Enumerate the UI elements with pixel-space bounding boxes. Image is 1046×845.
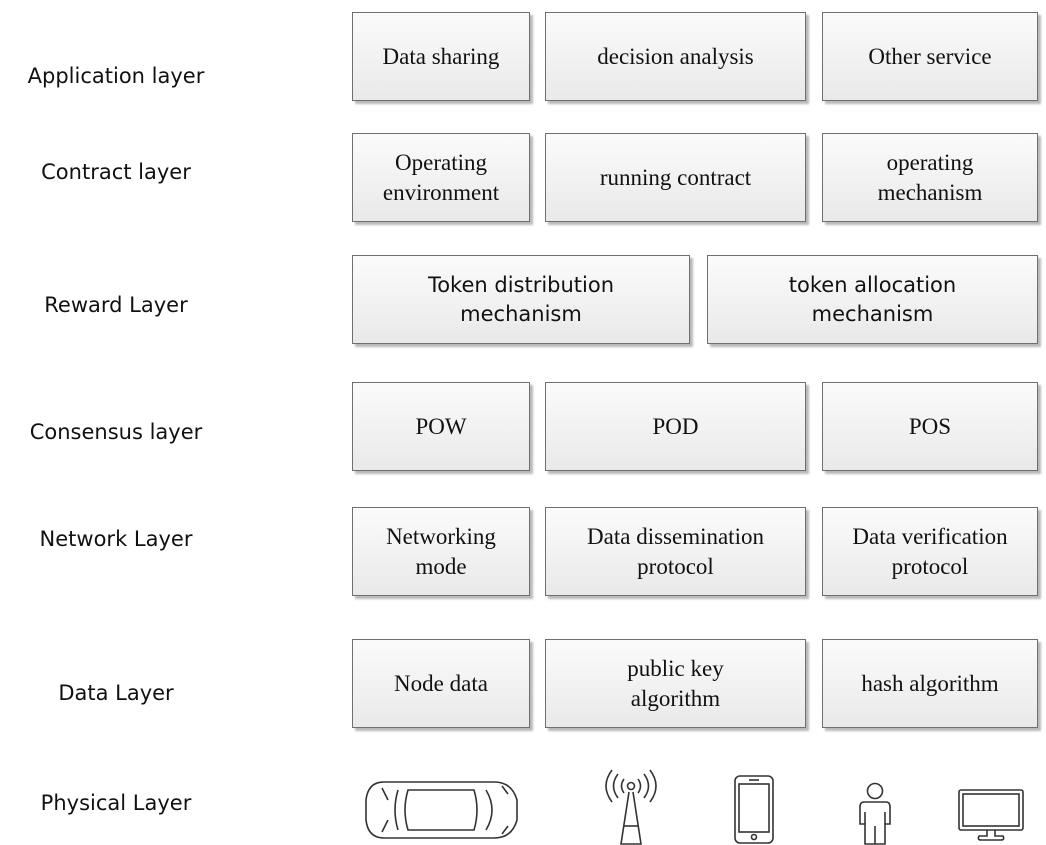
application-layer-label: Application layer xyxy=(27,64,205,88)
contract-box-text: operating mechanism xyxy=(877,149,983,205)
application-box: Other service xyxy=(822,12,1038,101)
network-box: Data dissemination protocol xyxy=(545,507,806,596)
contract-box: Operating environment xyxy=(352,133,530,222)
contract-box-text: running contract xyxy=(599,164,752,190)
monitor-icon xyxy=(958,789,1024,841)
data-box-text: public key algorithm xyxy=(627,655,724,711)
data-box-text: Node data xyxy=(394,670,488,696)
contract-box: running contract xyxy=(545,133,806,222)
consensus-box-text: POS xyxy=(908,413,952,439)
consensus-box: POS xyxy=(822,382,1038,471)
consensus-box-text: POD xyxy=(652,413,699,439)
application-box-text: Other service xyxy=(868,43,992,69)
contract-box-text: Operating environment xyxy=(382,149,500,205)
reward-layer-label: Reward Layer xyxy=(44,293,188,317)
person-icon xyxy=(859,782,891,845)
reward-box-text: token allocation mechanism xyxy=(788,272,957,326)
reward-box-text: Token distribution mechanism xyxy=(427,272,615,326)
network-layer-label: Network Layer xyxy=(39,527,193,551)
network-box-text: Data dissemination protocol xyxy=(587,523,764,579)
data-layer-label: Data Layer xyxy=(58,681,174,705)
network-box: Data verification protocol xyxy=(822,507,1038,596)
contract-box: operating mechanism xyxy=(822,133,1038,222)
data-box: hash algorithm xyxy=(822,639,1038,728)
application-box-text: decision analysis xyxy=(597,43,754,69)
data-box-text: hash algorithm xyxy=(861,670,999,696)
data-box: public key algorithm xyxy=(545,639,806,728)
reward-box: token allocation mechanism xyxy=(707,255,1038,344)
consensus-layer-label: Consensus layer xyxy=(29,420,203,444)
application-box: Data sharing xyxy=(352,12,530,101)
reward-box: Token distribution mechanism xyxy=(352,255,690,344)
consensus-box-text: POW xyxy=(415,413,467,439)
antenna-icon xyxy=(605,769,657,845)
physical-layer-label: Physical Layer xyxy=(40,791,192,815)
network-box-text: Networking mode xyxy=(386,523,496,579)
network-box-text: Data verification protocol xyxy=(852,523,1008,579)
application-box-text: Data sharing xyxy=(382,43,500,69)
phone-icon xyxy=(734,775,774,844)
application-box: decision analysis xyxy=(545,12,806,101)
network-box: Networking mode xyxy=(352,507,530,596)
consensus-box: POD xyxy=(545,382,806,471)
contract-layer-label: Contract layer xyxy=(41,160,191,184)
data-box: Node data xyxy=(352,639,530,728)
consensus-box: POW xyxy=(352,382,530,471)
car-icon xyxy=(365,781,518,839)
